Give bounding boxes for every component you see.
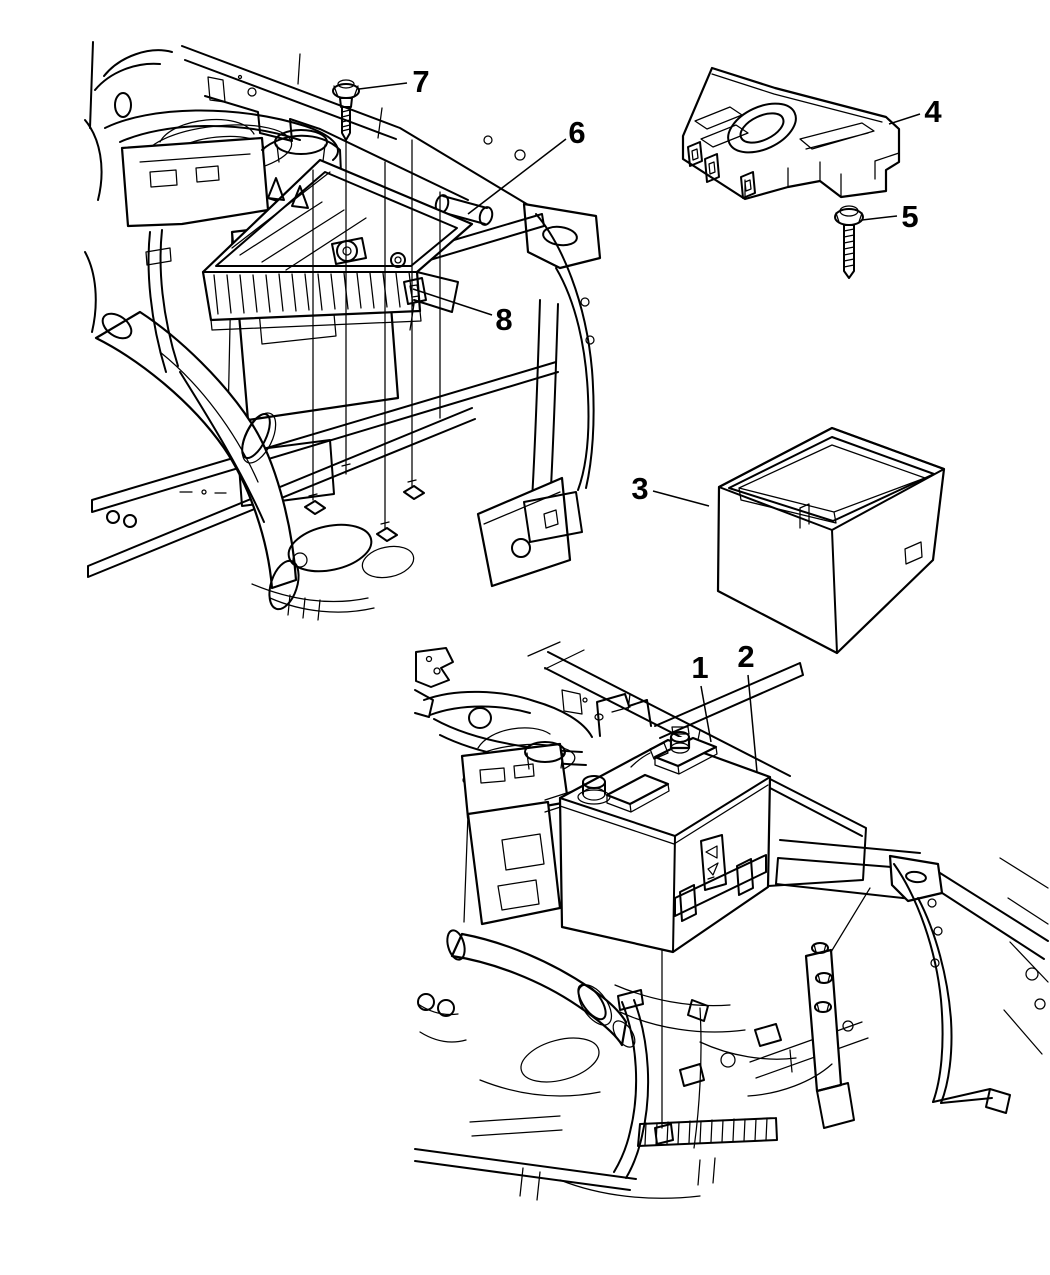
positive-post xyxy=(630,726,691,768)
crossmember-ribs xyxy=(644,1117,768,1146)
lower-crossmember xyxy=(414,1115,778,1201)
callout-8-label[interactable]: 8 xyxy=(495,302,512,337)
reservoir-assembly xyxy=(460,727,570,820)
callout-7-label[interactable]: 7 xyxy=(412,64,429,99)
fender-arch xyxy=(423,690,593,738)
engine-mount xyxy=(106,510,415,621)
tray-mounting-bolt xyxy=(332,79,360,141)
cowl-beam xyxy=(181,45,541,213)
callout-5[interactable]: 5 xyxy=(861,199,919,234)
warning-label xyxy=(700,834,727,891)
callout-4[interactable]: 4 xyxy=(888,94,942,129)
side-rail xyxy=(775,839,1049,1055)
mounting-bolt-lines xyxy=(304,139,441,542)
callout-4-label[interactable]: 4 xyxy=(924,94,942,129)
battery-installed-view xyxy=(414,641,1049,1201)
tray-shield-edge xyxy=(749,778,869,1079)
hoses xyxy=(145,229,265,523)
left-fender-bracket xyxy=(414,647,454,718)
callout-5-label[interactable]: 5 xyxy=(901,199,918,234)
wiring-harness xyxy=(479,984,833,1097)
callout-1-label[interactable]: 1 xyxy=(691,650,708,685)
frame-bracket xyxy=(804,854,1011,1129)
callout-2-label[interactable]: 2 xyxy=(737,639,754,674)
callout-3-label[interactable]: 3 xyxy=(631,471,648,506)
callout-1[interactable]: 1 xyxy=(691,650,712,743)
tray-support-bracket xyxy=(681,66,901,201)
callout-3[interactable]: 3 xyxy=(631,471,710,507)
air-duct xyxy=(94,310,300,611)
callout-6-label[interactable]: 6 xyxy=(568,115,585,150)
hold-down-bolt xyxy=(834,205,864,279)
hold-down-ledge xyxy=(674,854,767,922)
callout-6[interactable]: 6 xyxy=(467,115,586,215)
air-duct xyxy=(417,929,636,1048)
callout-8[interactable]: 8 xyxy=(412,288,513,337)
callout-7[interactable]: 7 xyxy=(358,64,430,99)
battery-tray xyxy=(201,158,474,331)
callouts: 1 2 3 4 5 6 7 8 xyxy=(358,64,942,773)
battery-cover-box xyxy=(716,426,946,655)
tray-installed-view xyxy=(84,41,602,621)
left-fender-structure xyxy=(84,41,173,333)
battery xyxy=(558,726,772,954)
frame-bracket xyxy=(476,202,602,588)
callout-2[interactable]: 2 xyxy=(737,639,758,773)
